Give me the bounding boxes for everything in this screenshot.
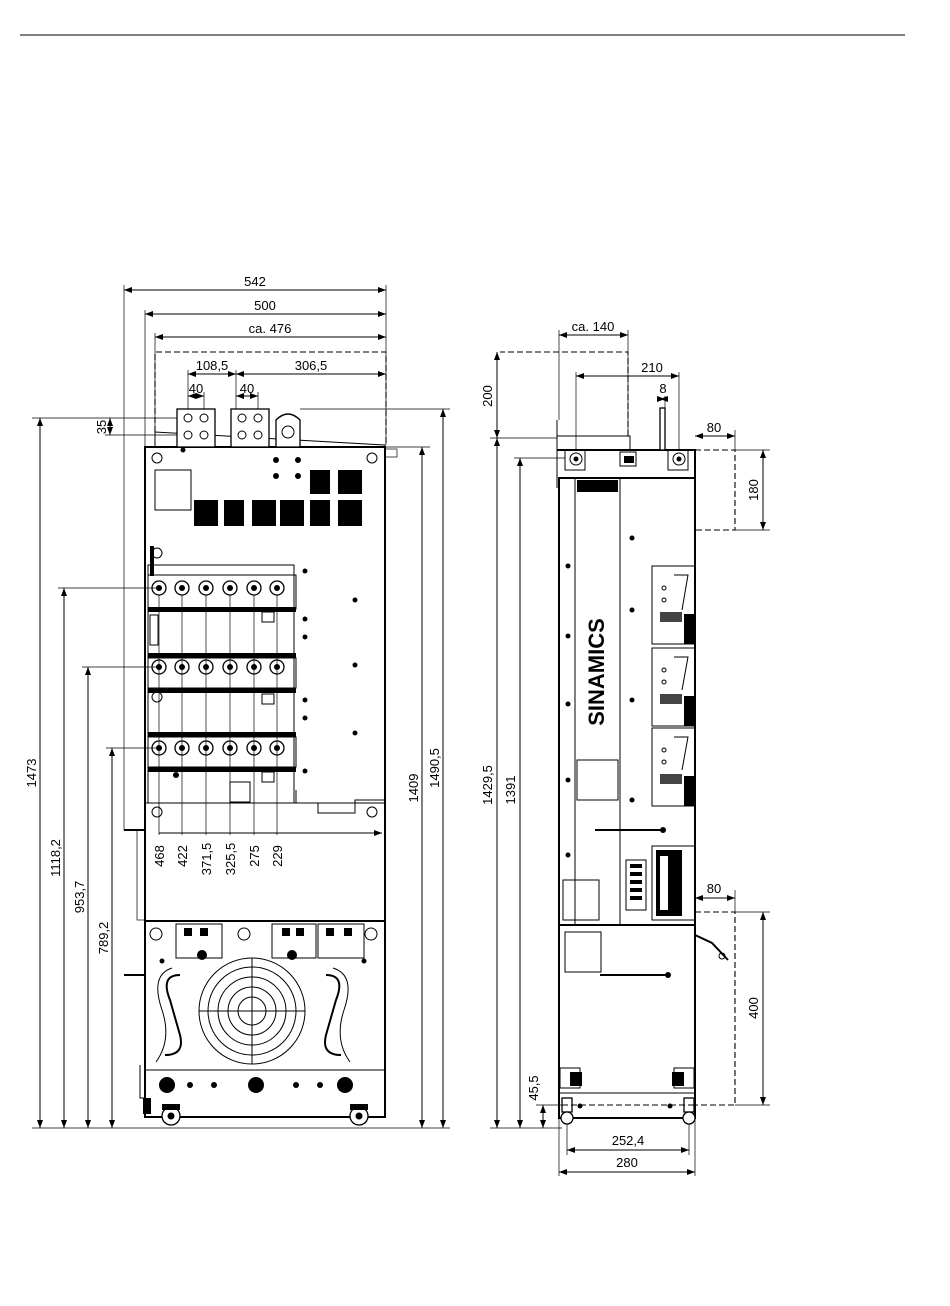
dim-height-789: 789,2 bbox=[96, 922, 111, 955]
dim-side-8: 8 bbox=[659, 381, 666, 396]
dim-pos-229: 229 bbox=[270, 845, 285, 867]
dim-width-40-left: 40 bbox=[189, 381, 203, 396]
top-busbar-terminals bbox=[177, 409, 300, 447]
fan-assembly bbox=[150, 924, 377, 1064]
dim-side-400: 400 bbox=[746, 997, 761, 1019]
dim-width-108: 108,5 bbox=[196, 358, 229, 373]
side-cabinet-outline bbox=[559, 478, 695, 1118]
dim-height-1473: 1473 bbox=[24, 759, 39, 788]
dim-side-1429: 1429,5 bbox=[480, 765, 495, 805]
dim-side-45: 45,5 bbox=[526, 1075, 541, 1100]
dim-height-1409: 1409 bbox=[406, 774, 421, 803]
side-wheels bbox=[561, 1098, 695, 1124]
brand-logo-sinamics: SINAMICS bbox=[584, 618, 609, 726]
dim-width-40-right: 40 bbox=[240, 381, 254, 396]
front-wheels bbox=[162, 1104, 368, 1125]
dim-pos-275: 275 bbox=[247, 845, 262, 867]
dim-side-180: 180 bbox=[746, 479, 761, 501]
dim-height-1490: 1490,5 bbox=[427, 748, 442, 788]
dim-height-1118: 1118,2 bbox=[48, 839, 63, 877]
dim-width-306: 306,5 bbox=[295, 358, 328, 373]
dim-side-140: ca. 140 bbox=[572, 319, 615, 334]
front-view: 542 500 ca. 476 108,5 306,5 40 40 35 147… bbox=[24, 274, 450, 1128]
dim-pos-325: 325,5 bbox=[223, 843, 238, 876]
dim-side-200: 200 bbox=[480, 385, 495, 407]
vent-slots bbox=[194, 470, 362, 526]
side-modules bbox=[626, 566, 696, 920]
dim-side-210: 210 bbox=[641, 360, 663, 375]
dim-height-953: 953,7 bbox=[72, 881, 87, 914]
side-view: SINAMICS bbox=[480, 319, 770, 1176]
dim-side-252: 252,4 bbox=[612, 1133, 645, 1148]
dim-pos-371: 371,5 bbox=[199, 843, 214, 876]
dim-side-80-top: 80 bbox=[707, 420, 721, 435]
dim-width-500: 500 bbox=[254, 298, 276, 313]
dim-width-476: ca. 476 bbox=[249, 321, 292, 336]
dim-pos-422: 422 bbox=[175, 845, 190, 867]
dim-side-1391: 1391 bbox=[503, 776, 518, 805]
dim-width-542: 542 bbox=[244, 274, 266, 289]
dim-height-35: 35 bbox=[94, 420, 109, 434]
dim-side-280: 280 bbox=[616, 1155, 638, 1170]
dim-side-80-bottom: 80 bbox=[707, 881, 721, 896]
dim-pos-468: 468 bbox=[152, 845, 167, 867]
